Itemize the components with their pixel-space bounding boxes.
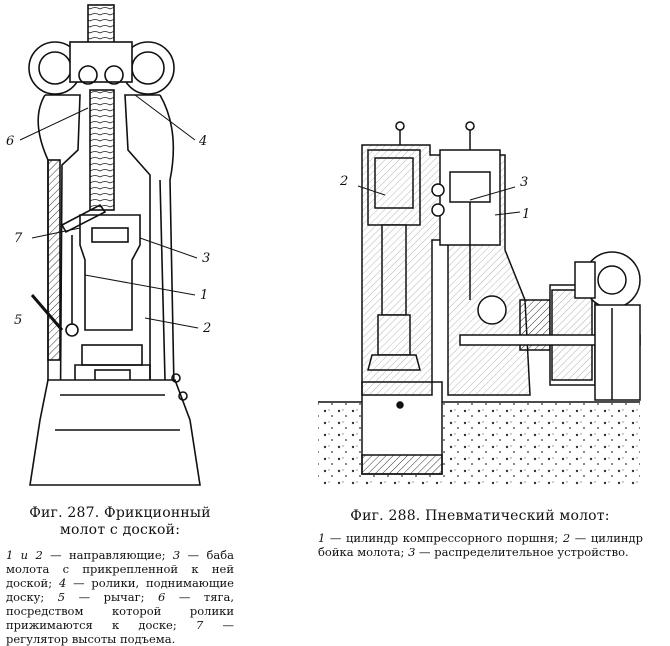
callout-288-2: 2 (339, 174, 348, 189)
legend-288-text-3: — распределительное устройство. (419, 545, 629, 559)
ram (79, 214, 141, 331)
legend-287-text-1: — направляющие; (50, 548, 166, 562)
figure-287-title-line2: молот с доской: (59, 522, 181, 538)
callout-3: 3 (202, 251, 210, 266)
board (89, 89, 115, 211)
legend-287-num-1: 1 и 2 (6, 548, 43, 562)
legend-288-text-1: — цилиндр компрессорного поршня; (329, 531, 559, 545)
legend-287-num-5: 6 (158, 590, 166, 604)
legend-288-num-2: 2 (562, 531, 571, 545)
figure-287-legend: 1 и 2 — направляющие; 3 — баба молота с … (6, 548, 234, 646)
leader-1 (84, 274, 196, 296)
pneumatic-hammer (318, 121, 641, 485)
legend-287-text-4: — рычаг; (78, 590, 145, 604)
callout-288-3: 3 (520, 175, 528, 190)
legend-287-num-2: 3 (172, 548, 181, 562)
legend-287-num-6: 7 (195, 618, 204, 632)
height-regulator (60, 203, 107, 234)
leader-2b (357, 185, 386, 196)
legend-287-text-2: — баба молота с прикрепленной к ней доск… (6, 548, 235, 590)
legend-288-num-1: 1 (318, 531, 326, 545)
leader-1b (494, 211, 521, 216)
leader-7 (31, 227, 81, 239)
callout-1: 1 (200, 288, 208, 303)
leader-2 (144, 317, 199, 329)
callout-2: 2 (202, 321, 211, 336)
legend-287-num-4: 5 (57, 590, 66, 604)
legend-287-text-3: — ролики, поднимающие доску; (6, 576, 234, 604)
legend-287-text-5: — тяга, посредством которой ролики прижи… (6, 590, 235, 632)
leader-3b (469, 186, 516, 201)
figure-287-title-line1: Фиг. 287. Фрикционный (29, 505, 211, 521)
legend-288-num-3: 3 (408, 545, 416, 559)
callout-288-1: 1 (522, 207, 530, 222)
guide-2 (47, 159, 61, 361)
callout-4: 4 (198, 134, 207, 149)
figure-288-legend: 1 — цилиндр компрессорного поршня; 2 — ц… (318, 531, 643, 559)
callout-5: 5 (14, 313, 22, 328)
leader-4 (134, 94, 196, 141)
figure-287-title: Фиг. 287. Фрикционный молот с доской: (10, 505, 230, 539)
frame-arch (45, 94, 160, 471)
guide-1 (159, 179, 166, 381)
callout-6: 6 (6, 134, 14, 149)
callout-7: 7 (14, 231, 23, 246)
legend-288-text-2: — цилиндр бойка молота; (318, 531, 643, 559)
leader-3 (139, 237, 198, 259)
legend-287-num-3: 4 (58, 576, 67, 590)
figure-288-title: Фиг. 288. Пневматический молот: (350, 508, 610, 524)
base (29, 379, 201, 486)
lever (30, 294, 64, 331)
friction-hammer (19, 4, 201, 486)
leader-6 (19, 107, 89, 141)
